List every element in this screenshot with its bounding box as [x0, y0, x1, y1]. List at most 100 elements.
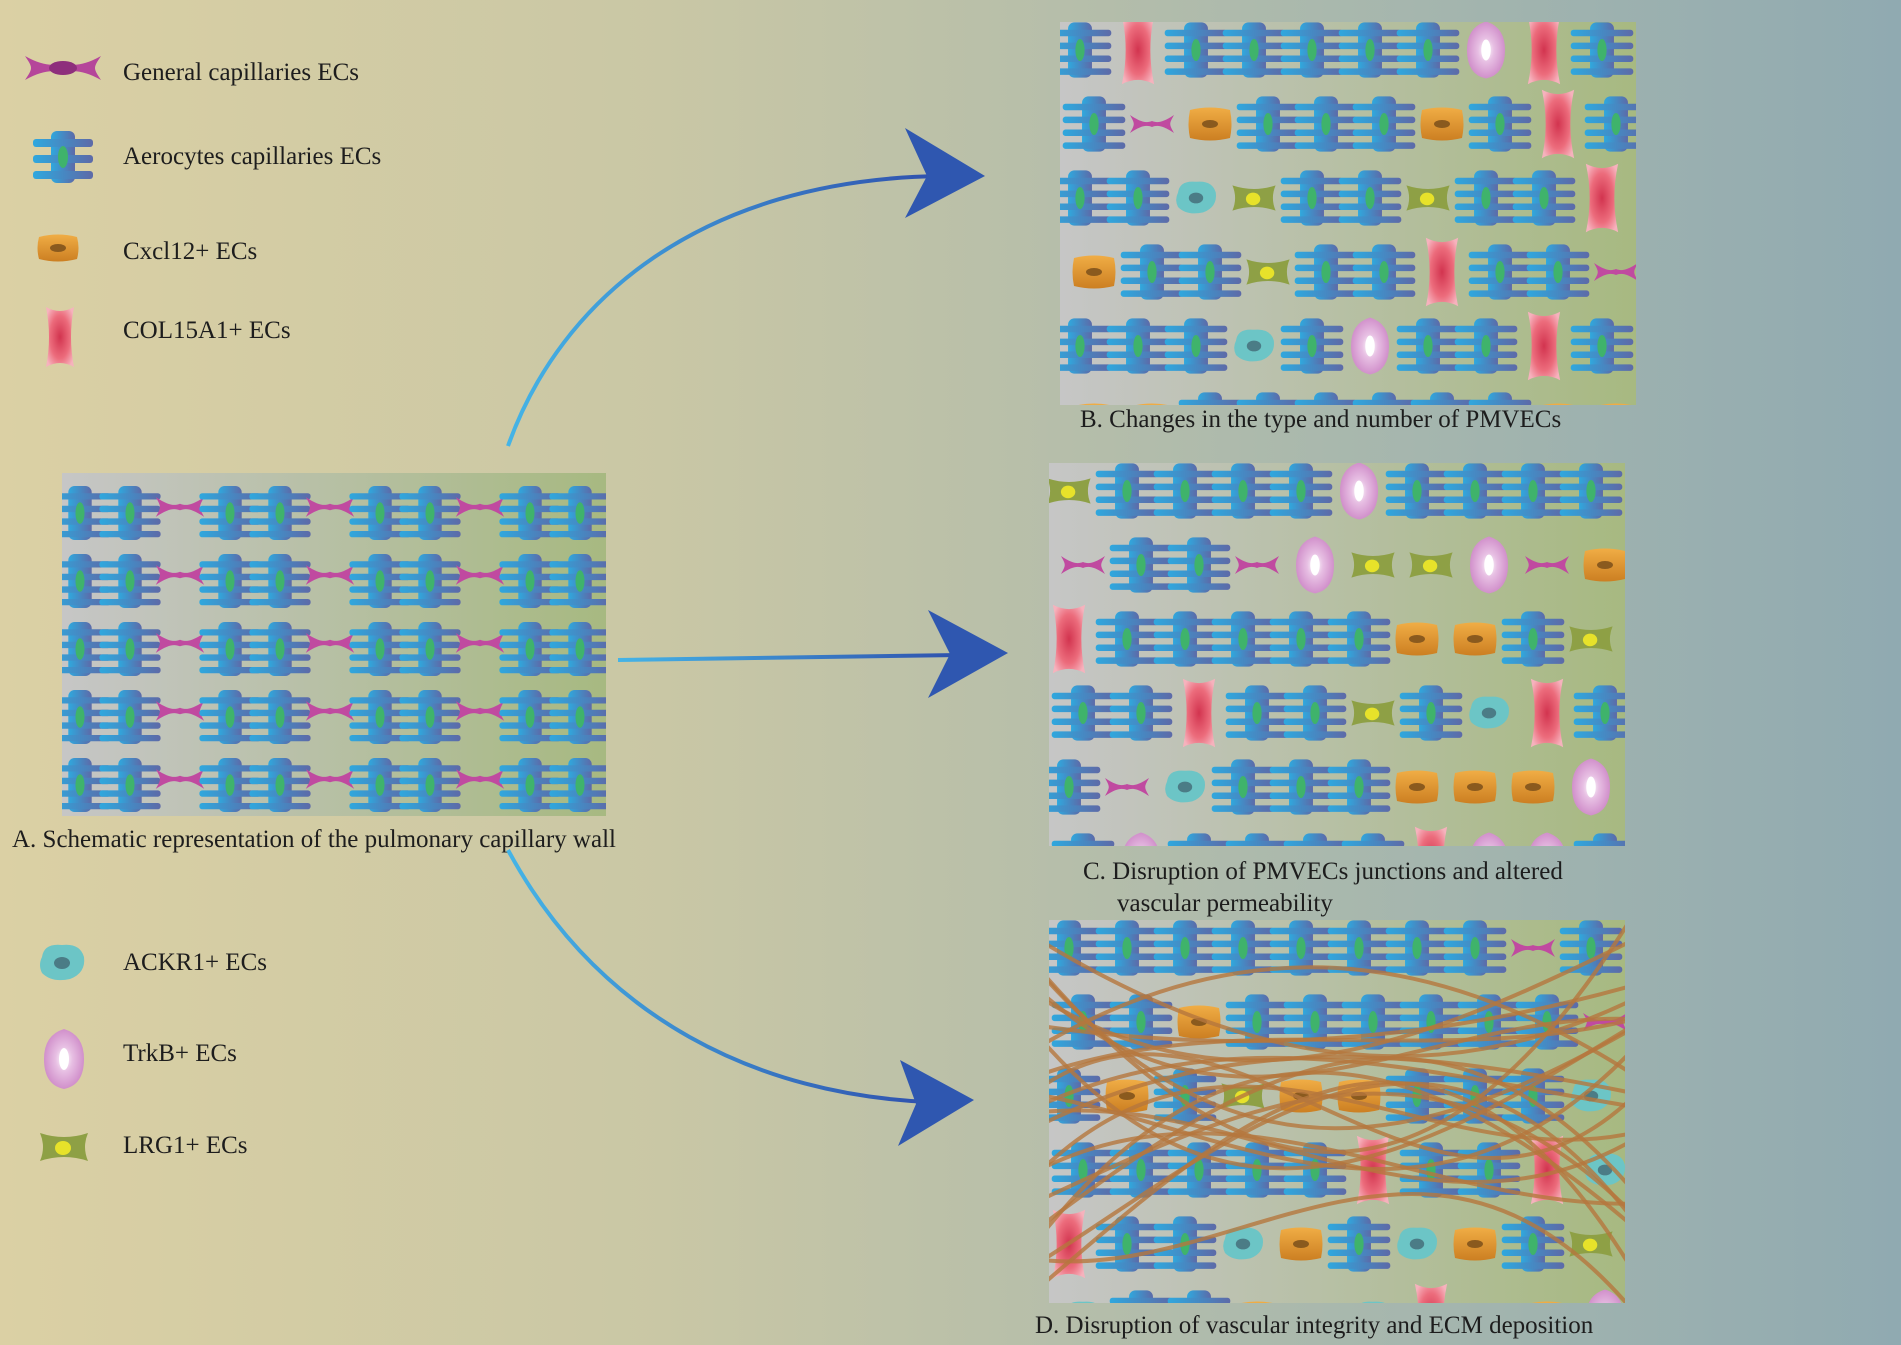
- aerocyte-cell: [399, 622, 461, 676]
- ackr1-cell: [1397, 1227, 1437, 1260]
- col15a1-cell: [1414, 1283, 1448, 1303]
- aerocyte-cell: [1573, 685, 1625, 741]
- legend-label-col15a1: COL15A1+ ECs: [123, 317, 291, 344]
- legend-label-lrg1: LRG1+ ECs: [123, 1132, 248, 1159]
- aerocyte-cell: [1153, 463, 1217, 519]
- aerocyte-cell: [1109, 537, 1173, 593]
- ecm-fiber: [1049, 1091, 1625, 1210]
- trkb-cell: [1339, 463, 1379, 520]
- aerocyte-cell: [349, 554, 411, 608]
- panel-b-caption: B. Changes in the type and number of PMV…: [1080, 406, 1562, 433]
- arrow-head-c: [928, 610, 1008, 698]
- aerocyte-cell: [549, 690, 606, 744]
- general-capillary-cell: [305, 769, 355, 789]
- aerocyte-cell: [1468, 244, 1532, 300]
- ackr1-cell: [1071, 1301, 1095, 1303]
- ecm-fiber: [1049, 965, 1625, 1072]
- trkb-cell: [1466, 22, 1506, 79]
- general-capillary-cell: [1594, 263, 1636, 281]
- panel-a-image: [62, 473, 606, 816]
- panel-a-caption: A. Schematic representation of the pulmo…: [12, 826, 616, 853]
- aerocyte-cell: [1468, 96, 1532, 152]
- aerocyte-cell: [1454, 318, 1518, 374]
- aerocyte-cell: [1164, 22, 1228, 78]
- general-capillary-ec-icon: [25, 56, 101, 80]
- cxcl12-cell: [1453, 622, 1497, 656]
- aerocyte-cell: [1153, 611, 1217, 667]
- general-capillary-cell: [455, 565, 505, 585]
- ackr1-cell: [1223, 1227, 1263, 1260]
- col15a1-cell: [1414, 826, 1448, 846]
- aerocyte-cell: [62, 690, 111, 744]
- aerocyte-cell: [1468, 392, 1532, 405]
- col15a1-cell: [1541, 89, 1575, 159]
- legend-label-aerocyte: Aerocytes capillaries ECs: [123, 143, 382, 170]
- legend-label-cxcl12: Cxcl12+ ECs: [123, 238, 258, 265]
- aerocyte-cell: [1280, 170, 1344, 226]
- arrow-to-panel-b: [506, 174, 941, 447]
- aerocyte-cell: [1294, 96, 1358, 152]
- aerocyte-cell: [1338, 22, 1402, 78]
- aerocyte-cell: [1049, 759, 1101, 815]
- aerocyte-cell: [399, 758, 461, 812]
- general-capillary-cell: [455, 497, 505, 517]
- cxcl12-cell: [1453, 1227, 1497, 1261]
- trkb-cell: [1572, 758, 1610, 816]
- aerocyte-cell: [1584, 96, 1636, 152]
- aerocyte-cell: [1396, 318, 1460, 374]
- aerocyte-cell: [199, 758, 261, 812]
- aerocyte-capillary-ec-icon: [33, 131, 93, 183]
- aerocyte-cell: [1095, 463, 1159, 519]
- general-capillary-cell: [1525, 556, 1569, 574]
- general-capillary-cell: [1105, 778, 1149, 796]
- aerocyte-cell: [99, 622, 161, 676]
- aerocyte-cell: [1454, 170, 1518, 226]
- arrow-head-b: [905, 128, 985, 218]
- col15a1-cell: [1121, 22, 1155, 85]
- aerocyte-cell: [1385, 463, 1449, 519]
- ecm-fiber: [1049, 924, 1625, 1154]
- ackr1-cell: [1176, 181, 1216, 214]
- aerocyte-cell: [1352, 96, 1416, 152]
- aerocyte-cell: [349, 622, 411, 676]
- panel-d-caption: D. Disruption of vascular integrity and …: [1035, 1312, 1594, 1339]
- aerocyte-cell: [1443, 920, 1507, 976]
- aerocyte-cell: [1570, 22, 1634, 78]
- lrg1-cell: [1406, 185, 1450, 211]
- aerocyte-cell: [499, 622, 561, 676]
- aerocyte-cell: [399, 486, 461, 540]
- general-capillary-cell: [305, 565, 355, 585]
- general-capillary-cell: [455, 633, 505, 653]
- aerocyte-cell: [1283, 685, 1347, 741]
- cxcl12-cell: [1395, 622, 1439, 656]
- arrow-head-d: [898, 1060, 974, 1146]
- lrg1-cell: [1569, 1231, 1613, 1257]
- aerocyte-cell: [249, 554, 311, 608]
- aerocyte-cell: [1211, 611, 1275, 667]
- aerocyte-cell: [499, 758, 561, 812]
- aerocyte-cell: [1501, 463, 1565, 519]
- ackr1-ec-icon: [40, 944, 85, 981]
- panel-c-caption-line1: C. Disruption of PMVECs junctions and al…: [1083, 858, 1563, 885]
- aerocyte-cell: [1211, 463, 1275, 519]
- aerocyte-cell: [199, 486, 261, 540]
- general-capillary-cell: [1235, 556, 1279, 574]
- cxcl12-cell: [1241, 1301, 1273, 1303]
- legend-label-ackr1: ACKR1+ ECs: [123, 949, 267, 976]
- aerocyte-cell: [549, 622, 606, 676]
- cxcl12-cell: [1511, 770, 1555, 804]
- aerocyte-cell: [1294, 244, 1358, 300]
- aerocyte-cell: [1178, 244, 1242, 300]
- col15a1-cell: [1530, 678, 1564, 748]
- aerocyte-cell: [399, 554, 461, 608]
- aerocyte-cell: [62, 622, 111, 676]
- aerocyte-cell: [99, 486, 161, 540]
- aerocyte-cell: [1211, 920, 1275, 976]
- aerocyte-cell: [1167, 1290, 1231, 1303]
- lrg1-cell: [1246, 259, 1290, 285]
- aerocyte-cell: [1269, 463, 1333, 519]
- aerocyte-cell: [1443, 463, 1507, 519]
- trkb-ec-icon: [44, 1029, 84, 1089]
- arrow-to-panel-d: [506, 849, 931, 1104]
